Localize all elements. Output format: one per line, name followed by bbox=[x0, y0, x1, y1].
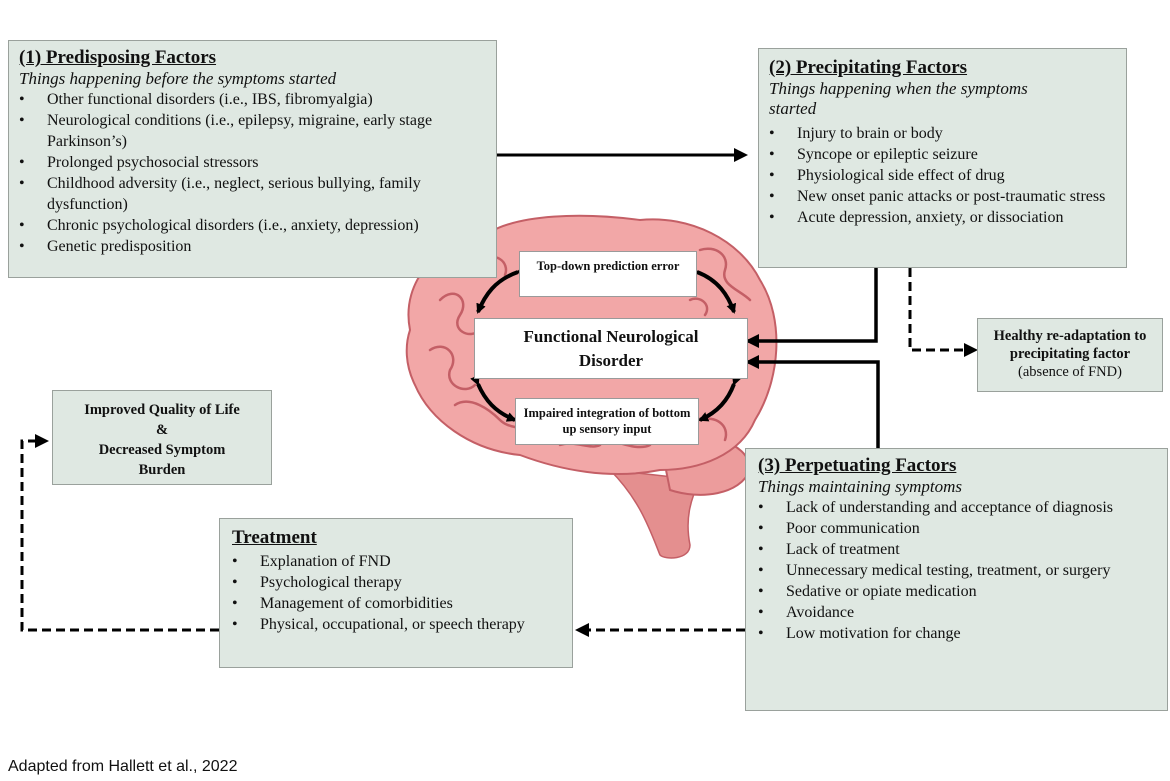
list-item: Lack of understanding and acceptance of … bbox=[758, 497, 1115, 518]
list-item: Psychological therapy bbox=[232, 572, 540, 593]
improved-line1: Improved Quality of Life bbox=[84, 402, 240, 418]
treatment-box: Treatment Explanation of FND Psychologic… bbox=[219, 518, 573, 668]
precipitating-subtitle: Things happening when the symptoms start… bbox=[769, 79, 1028, 118]
list-item: Childhood adversity (i.e., neglect, seri… bbox=[19, 173, 486, 215]
list-item: Sedative or opiate medication bbox=[758, 581, 1115, 602]
list-item: Genetic predisposition bbox=[19, 236, 486, 257]
list-item: Explanation of FND bbox=[232, 551, 540, 572]
list-item: Low motivation for change bbox=[758, 623, 1115, 644]
list-item: Management of comorbidities bbox=[232, 593, 540, 614]
list-item: Syncope or epileptic seizure bbox=[769, 144, 1116, 165]
perpetuating-factors-box: (3) Perpetuating Factors Things maintain… bbox=[745, 448, 1168, 711]
improved-quality-box: Improved Quality of Life & Decreased Sym… bbox=[52, 390, 272, 485]
top-down-box: Top-down prediction error bbox=[519, 251, 697, 297]
list-item: Other functional disorders (i.e., IBS, f… bbox=[19, 89, 486, 110]
bottom-up-label: Impaired integration of bottom up sensor… bbox=[523, 406, 691, 436]
list-item: Injury to brain or body bbox=[769, 123, 1116, 144]
predisposing-subtitle: Things happening before the symptoms sta… bbox=[19, 69, 337, 88]
list-item: Avoidance bbox=[758, 602, 1115, 623]
treatment-title: Treatment bbox=[232, 527, 317, 548]
list-item: Physical, occupational, or speech therap… bbox=[232, 614, 540, 635]
list-item: Prolonged psychosocial stressors bbox=[19, 152, 486, 173]
healthy-label: Healthy re-adaptation to precipitating f… bbox=[993, 328, 1147, 362]
list-item: Poor communication bbox=[758, 518, 1115, 539]
list-item: Neurological conditions (i.e., epilepsy,… bbox=[19, 110, 486, 152]
predisposing-list: Other functional disorders (i.e., IBS, f… bbox=[19, 89, 486, 257]
list-item: Lack of treatment bbox=[758, 539, 1115, 560]
precipitating-title: (2) Precipitating Factors bbox=[769, 57, 968, 78]
list-item: New onset panic attacks or post-traumati… bbox=[769, 186, 1116, 207]
improved-line3: Decreased Symptom Burden bbox=[98, 442, 226, 478]
healthy-readaptation-box: Healthy re-adaptation to precipitating f… bbox=[977, 318, 1163, 392]
improved-line2: & bbox=[155, 422, 169, 438]
list-item: Unnecessary medical testing, treatment, … bbox=[758, 560, 1115, 581]
bottom-up-box: Impaired integration of bottom up sensor… bbox=[515, 398, 699, 445]
list-item: Physiological side effect of drug bbox=[769, 165, 1116, 186]
healthy-note: (absence of FND) bbox=[1018, 364, 1122, 380]
perpetuating-subtitle: Things maintaining symptoms bbox=[758, 477, 963, 496]
top-down-label: Top-down prediction error bbox=[536, 259, 680, 273]
list-item: Acute depression, anxiety, or dissociati… bbox=[769, 207, 1116, 228]
treatment-list: Explanation of FND Psychological therapy… bbox=[232, 551, 560, 635]
predisposing-title: (1) Predisposing Factors bbox=[19, 47, 217, 68]
fnd-box: Functional Neurological Disorder bbox=[474, 318, 748, 379]
perpetuating-list: Lack of understanding and acceptance of … bbox=[758, 497, 1155, 644]
precipitating-list: Injury to brain or body Syncope or epile… bbox=[769, 123, 1116, 228]
perpetuating-title: (3) Perpetuating Factors bbox=[758, 455, 957, 476]
precipitating-factors-box: (2) Precipitating Factors Things happeni… bbox=[758, 48, 1127, 268]
list-item: Chronic psychological disorders (i.e., a… bbox=[19, 215, 486, 236]
fnd-label: Functional Neurological Disorder bbox=[523, 327, 699, 370]
predisposing-factors-box: (1) Predisposing Factors Things happenin… bbox=[8, 40, 497, 278]
source-footer: Adapted from Hallett et al., 2022 bbox=[8, 758, 238, 775]
